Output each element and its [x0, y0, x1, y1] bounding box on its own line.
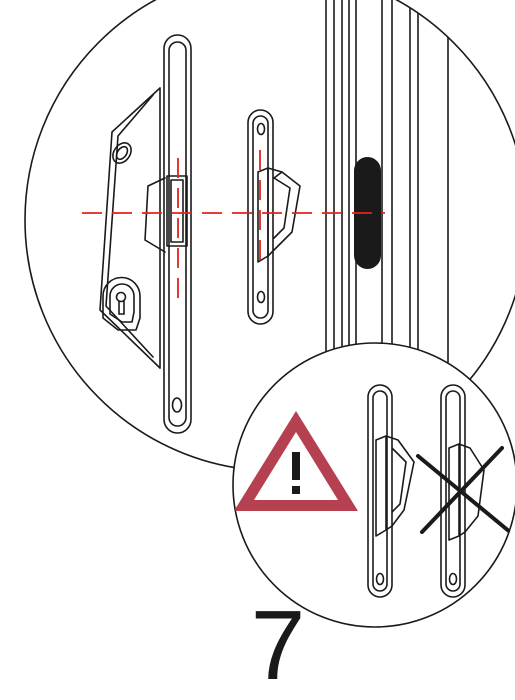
alignment-guides: [82, 150, 385, 305]
correct-strike-plate: [367, 384, 415, 598]
strike-plate: [247, 109, 301, 325]
lock-body: [99, 87, 161, 369]
step-number: 7: [250, 590, 306, 700]
warning-detail-view: [232, 342, 515, 628]
incorrect-cross-icon: [416, 446, 512, 534]
incorrect-strike-plate: [440, 384, 485, 598]
warning-triangle-icon: [234, 411, 358, 511]
